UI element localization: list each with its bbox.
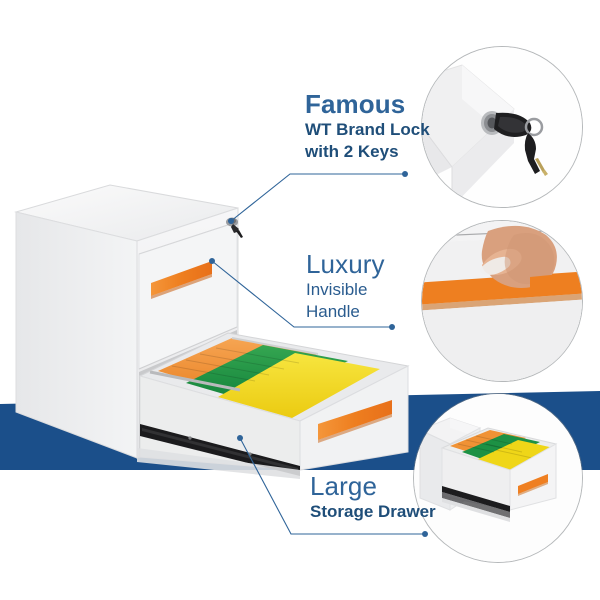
leader-line-handle xyxy=(209,258,395,330)
drawer-slide-rail xyxy=(140,424,300,476)
top-drawer-handle-shadow xyxy=(151,274,212,299)
callout-lock-sub-line2: with 2 Keys xyxy=(305,142,399,161)
callout-drawer-title: Large xyxy=(310,471,377,501)
callout-lock-sub-line1: WT Brand Lock xyxy=(305,120,430,139)
bottom-drawer-handle-shadow xyxy=(318,414,392,443)
key-icon xyxy=(494,112,548,176)
photo-circle-drawer xyxy=(414,394,582,562)
photo-circle-handle xyxy=(422,221,582,381)
callout-handle-title: Luxury xyxy=(306,249,385,279)
folder-yellow xyxy=(476,440,554,472)
photo-circle-lock xyxy=(422,47,582,207)
bottom-drawer-handle xyxy=(318,400,392,440)
callout-handle-sub-line1: Invisible xyxy=(306,280,368,299)
leader-line-lock xyxy=(228,171,408,224)
hanging-folders xyxy=(450,430,554,472)
folder-yellow xyxy=(218,353,380,418)
callout-lock-title: Famous xyxy=(305,89,406,119)
callout-drawer-sub-line1: Storage Drawer xyxy=(310,502,436,521)
callout-drawer: Large Storage Drawer xyxy=(310,471,436,523)
cabinet-base xyxy=(137,448,300,479)
drawer-handle xyxy=(518,474,548,494)
top-drawer-handle xyxy=(151,261,212,296)
leader-lines xyxy=(209,171,428,537)
callout-handle: Luxury Invisible Handle xyxy=(306,249,385,323)
filing-cabinet xyxy=(14,184,410,479)
leader-line-drawer xyxy=(237,435,428,537)
hand-icon xyxy=(480,225,557,288)
hanging-folders xyxy=(149,337,380,418)
callout-lock: Famous WT Brand Lock with 2 Keys xyxy=(305,89,430,163)
callout-handle-sub-line2: Handle xyxy=(306,302,360,321)
